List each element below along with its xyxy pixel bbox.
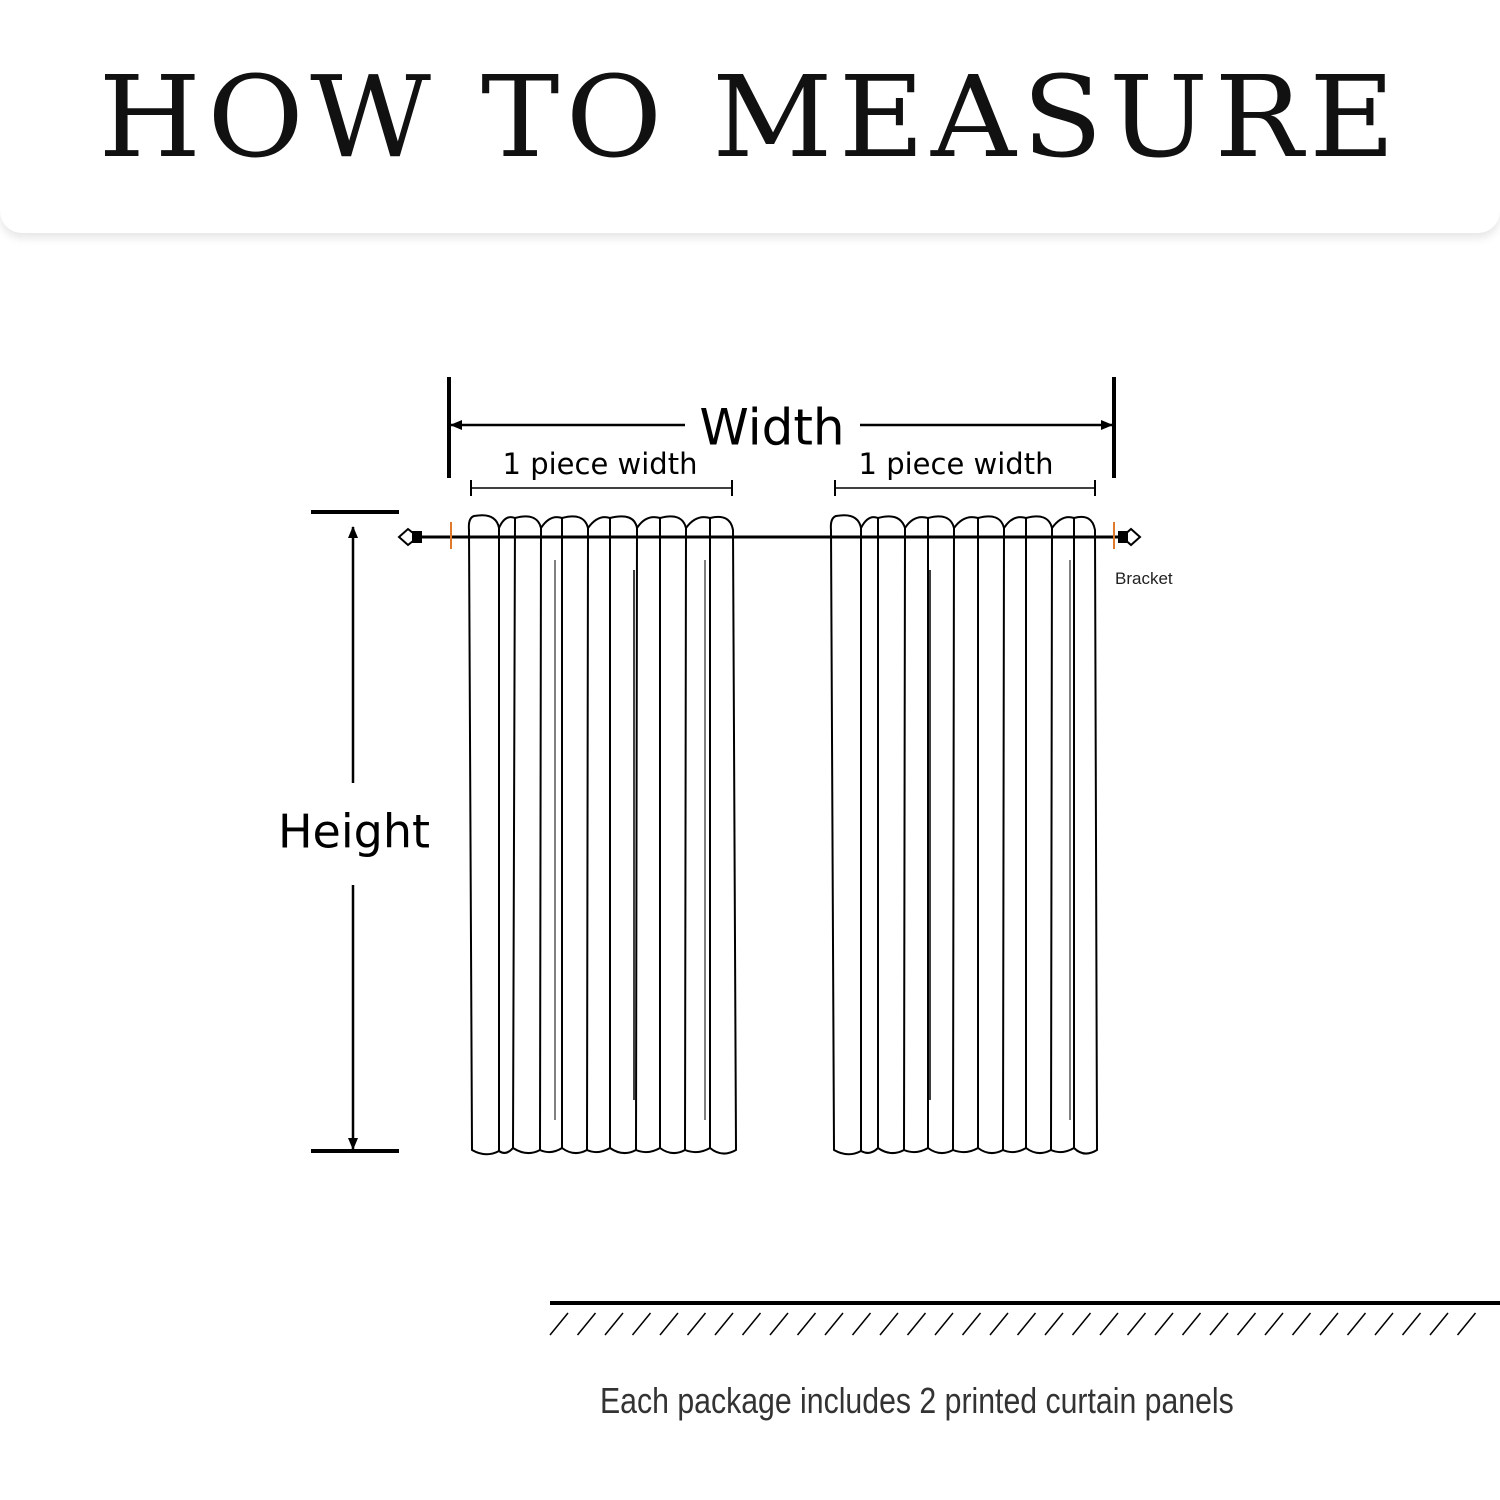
header-card: HOW TO MEASURE — [0, 0, 1500, 233]
curtain-fold — [977, 515, 1005, 1154]
curtain-fold — [1050, 516, 1075, 1154]
hatch-stroke — [851, 1312, 872, 1336]
curtain-fold — [860, 516, 879, 1154]
hatch-stroke — [631, 1312, 652, 1336]
hatch-stroke — [604, 1312, 624, 1336]
hatch-stroke — [769, 1312, 789, 1336]
curtain-panel-right — [829, 514, 1098, 1156]
piece-width-right: 1 piece width — [834, 447, 1096, 496]
hatch-stroke — [1291, 1312, 1312, 1336]
hatch-stroke — [1209, 1312, 1229, 1336]
hatch-stroke — [741, 1312, 762, 1336]
hatch-stroke — [796, 1312, 817, 1336]
rod-finial-left — [397, 527, 420, 547]
curtain-fold — [659, 515, 687, 1154]
curtain-fold — [561, 515, 589, 1154]
hatch-stroke — [1401, 1312, 1422, 1336]
curtain-fold — [1025, 515, 1053, 1154]
hatch-stroke — [989, 1312, 1009, 1336]
curtain-fold — [927, 515, 955, 1154]
hatch-stroke — [1154, 1312, 1174, 1336]
hatch-stroke — [1374, 1312, 1394, 1336]
curtain-fold — [877, 515, 906, 1154]
curtain-fold — [684, 516, 711, 1154]
hatch-stroke — [1236, 1312, 1257, 1336]
hatch-stroke — [879, 1312, 899, 1336]
height-label: Height — [278, 805, 430, 859]
hatch-stroke — [1429, 1312, 1449, 1336]
curtain-panel-left — [467, 514, 737, 1156]
piece-width-left-label: 1 piece width — [503, 447, 698, 481]
curtain-fold — [539, 516, 563, 1154]
hatch-stroke — [934, 1312, 954, 1336]
curtain-fold — [1073, 515, 1098, 1155]
page-title: HOW TO MEASURE — [98, 53, 1402, 183]
hatch-stroke — [1181, 1312, 1202, 1336]
curtain-fold — [635, 516, 661, 1154]
hatch-stroke — [1016, 1312, 1037, 1336]
package-caption: Each package includes 2 printed curtain … — [600, 1380, 1234, 1421]
hatch-stroke — [686, 1312, 707, 1336]
rod-cap-left — [412, 531, 422, 543]
hatch-stroke — [659, 1312, 679, 1336]
hatch-stroke — [1264, 1312, 1284, 1336]
hatch-stroke — [1319, 1312, 1339, 1336]
curtain-fold — [1002, 516, 1027, 1154]
curtain-fold — [586, 516, 611, 1154]
curtain-fold — [829, 514, 862, 1156]
width-label: Width — [699, 399, 844, 457]
curtain-fold — [609, 515, 638, 1154]
curtain-rod — [397, 522, 1142, 549]
rod-cap-right — [1118, 531, 1128, 543]
hatch-stroke — [1071, 1312, 1092, 1336]
hatch-stroke — [1456, 1312, 1477, 1336]
hatch-stroke — [1126, 1312, 1147, 1336]
hatch-stroke — [906, 1312, 927, 1336]
curtain-fold — [512, 515, 542, 1154]
piece-width-right-label: 1 piece width — [859, 447, 1054, 481]
hatch-stroke — [1044, 1312, 1064, 1336]
curtain-fold — [709, 515, 737, 1155]
piece-width-left: 1 piece width — [470, 447, 733, 496]
floor — [549, 1301, 1500, 1336]
hatch-stroke — [576, 1312, 597, 1336]
curtain-fold — [467, 514, 500, 1156]
bracket-label: Bracket — [1115, 569, 1173, 588]
hatch-stroke — [549, 1312, 569, 1336]
floor-hatching — [549, 1312, 1477, 1336]
hatch-stroke — [1346, 1312, 1367, 1336]
curtain-fold — [498, 516, 516, 1154]
width-dimension: Width — [447, 377, 1116, 478]
hatch-stroke — [824, 1312, 844, 1336]
curtain-fold — [903, 516, 929, 1154]
hatch-stroke — [961, 1312, 982, 1336]
curtain-fold — [952, 516, 979, 1154]
hatch-stroke — [1099, 1312, 1119, 1336]
hatch-stroke — [714, 1312, 734, 1336]
height-dimension: Height — [278, 510, 430, 1153]
